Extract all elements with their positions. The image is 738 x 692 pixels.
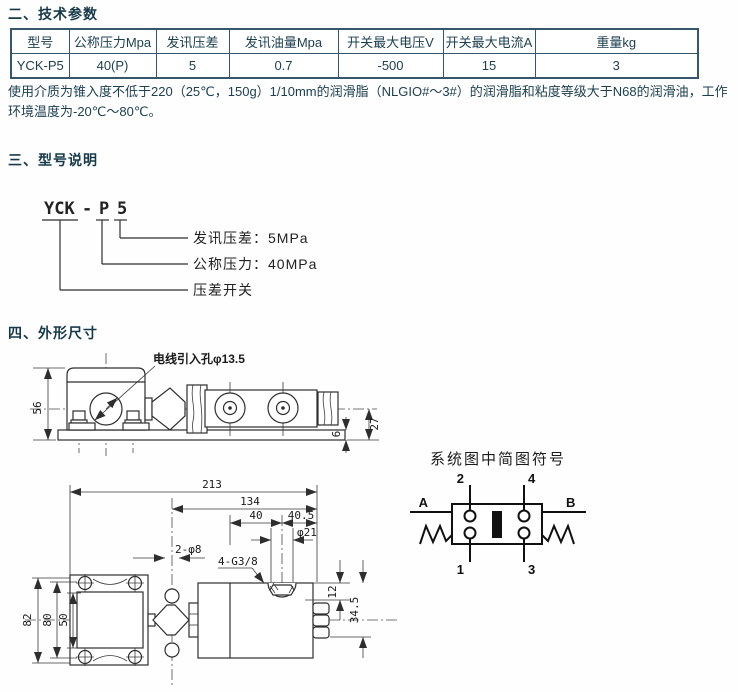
model-code-prefix: YCK	[44, 199, 75, 219]
side-view-drawing: 56 27 6 电线引入孔φ13.5	[30, 351, 381, 456]
dim-213: 213	[70, 478, 317, 496]
dim-213-label: 213	[202, 478, 222, 491]
corner-bolt	[76, 648, 94, 666]
header-max-voltage: 开关最大电压V	[337, 28, 444, 54]
dim-40-5-label: 40.5	[288, 509, 315, 522]
symbol-title: 系统图中简图符号	[430, 451, 567, 468]
dim-134-label: 134	[240, 495, 260, 508]
dim-40: 40	[230, 509, 282, 527]
terminal-1-contact	[463, 526, 477, 540]
housing-plan	[69, 574, 149, 666]
dim-12-label: 12	[326, 585, 339, 598]
mounting-hole-bottom	[164, 642, 180, 658]
terminal-1-label: 1	[457, 562, 464, 577]
dim-40-label: 40	[249, 509, 262, 522]
header-model: 型号	[10, 28, 70, 54]
dim-80-label: 80	[41, 613, 54, 626]
symbol-shuttle-bar	[492, 511, 502, 538]
cable-hole-label: 电线引入孔φ13.5	[153, 351, 245, 366]
dim-phi21-label: φ21	[297, 526, 317, 539]
terminal-3-label: 3	[528, 562, 535, 577]
valve-body-plan	[197, 582, 314, 659]
dim-6: 6	[330, 417, 350, 453]
port-b-label: B	[566, 495, 575, 510]
value-max-voltage: -500	[337, 53, 444, 79]
terminal-4-label: 4	[528, 471, 536, 486]
dim-40-5: 40.5	[282, 509, 317, 527]
value-signal-diff: 5	[155, 53, 230, 79]
knurled-end-cap	[317, 391, 339, 426]
section-title-model: 三、型号说明	[8, 152, 98, 168]
model-code-suffix: 5	[117, 199, 127, 219]
header-weight: 重量kg	[534, 28, 699, 54]
header-signal-oil: 发讯油量Mpa	[228, 28, 339, 54]
connector-stem	[144, 397, 153, 421]
mounting-hole-top	[164, 588, 180, 604]
table-header-row: 型号 公称压力Mpa 发讯压差 发讯油量Mpa 开关最大电压V 开关最大电流A …	[10, 28, 699, 54]
model-code-dash: -	[82, 199, 92, 219]
dim-27: 27	[347, 409, 381, 441]
port-right	[267, 382, 299, 436]
terminal-bolts	[68, 410, 150, 431]
dim-34-5: 34.5	[330, 560, 371, 658]
dim-2-phi8: 2-φ8	[133, 543, 205, 562]
dim-6-label: 6	[330, 431, 343, 438]
dim-phi21: φ21	[251, 526, 317, 544]
cable-hole-callout: 电线引入孔φ13.5	[94, 351, 245, 421]
spring-right-icon	[541, 523, 575, 545]
model-code-diagram: YCK - P 5 发讯压差：5MPa 公称压力：40MPa 压差开关	[42, 199, 317, 298]
value-signal-oil: 0.7	[228, 53, 339, 79]
dim-56-label: 56	[31, 401, 44, 414]
port-left	[214, 382, 246, 436]
medium-note: 使用介质为锥入度不低于220（25℃，150g）1/10mm的润滑脂（NLGIO…	[8, 84, 728, 119]
dim-34-5-label: 34.5	[348, 597, 361, 624]
dim-2-phi8-label: 2-φ8	[175, 543, 202, 556]
dim-50: 50	[57, 592, 81, 649]
spool-connector	[151, 387, 186, 431]
knurled-collar	[186, 384, 208, 434]
dim-56: 56	[31, 367, 65, 441]
dim-82-label: 82	[21, 613, 34, 626]
header-max-current: 开关最大电流A	[442, 28, 536, 54]
spring-left-icon	[419, 523, 453, 545]
value-weight: 3	[534, 53, 699, 79]
dim-82: 82	[21, 577, 70, 664]
dim-12: 12	[305, 560, 350, 620]
value-nominal-pressure: 40(P)	[68, 53, 157, 79]
tech-params-table: 型号 公称压力Mpa 发讯压差 发讯油量Mpa 开关最大电压V 开关最大电流A …	[10, 28, 699, 79]
section-title-dimensions: 四、外形尺寸	[8, 325, 98, 341]
callout-4-g38: 4-G3/8	[218, 555, 265, 584]
dim-27-label: 27	[368, 417, 381, 430]
label-pressure-diff-switch: 压差开关	[193, 282, 253, 298]
spool-connector-plan	[152, 604, 190, 636]
table-data-row: YCK-P5 40(P) 5 0.7 -500 15 3	[10, 53, 699, 79]
label-signal-pressure-diff: 发讯压差：5MPa	[193, 230, 309, 246]
dim-80: 80	[41, 581, 77, 659]
terminal-2-contact	[463, 509, 477, 523]
right-hex-nuts	[312, 602, 330, 639]
model-diagram-leader-lines	[42, 219, 188, 291]
value-model: YCK-P5	[10, 53, 70, 79]
g38-port-notch	[267, 582, 297, 598]
corner-bolt	[126, 648, 144, 666]
schematic-symbol: 2 4 1 3 A B	[410, 471, 586, 577]
value-max-current: 15	[442, 53, 536, 79]
header-signal-diff: 发讯压差	[155, 28, 230, 54]
plan-view-drawing: 213 134 40 40.5 φ21 2-φ8 4-G3/	[21, 478, 397, 688]
dim-134: 134	[172, 495, 317, 513]
terminal-3-contact	[517, 526, 531, 540]
header-nominal-pressure: 公称压力Mpa	[68, 28, 157, 54]
port-a-label: A	[419, 495, 429, 510]
label-nominal-pressure: 公称压力：40MPa	[193, 256, 317, 272]
terminal-4-contact	[517, 509, 531, 523]
section-title-tech-params: 二、技术参数	[8, 6, 98, 22]
dim-50-label: 50	[57, 613, 70, 626]
corner-bolt	[126, 574, 144, 592]
corner-bolt	[76, 574, 94, 592]
dim-4-g38-label: 4-G3/8	[218, 555, 258, 568]
model-code-mid: P	[99, 199, 109, 219]
terminal-2-label: 2	[457, 471, 464, 486]
